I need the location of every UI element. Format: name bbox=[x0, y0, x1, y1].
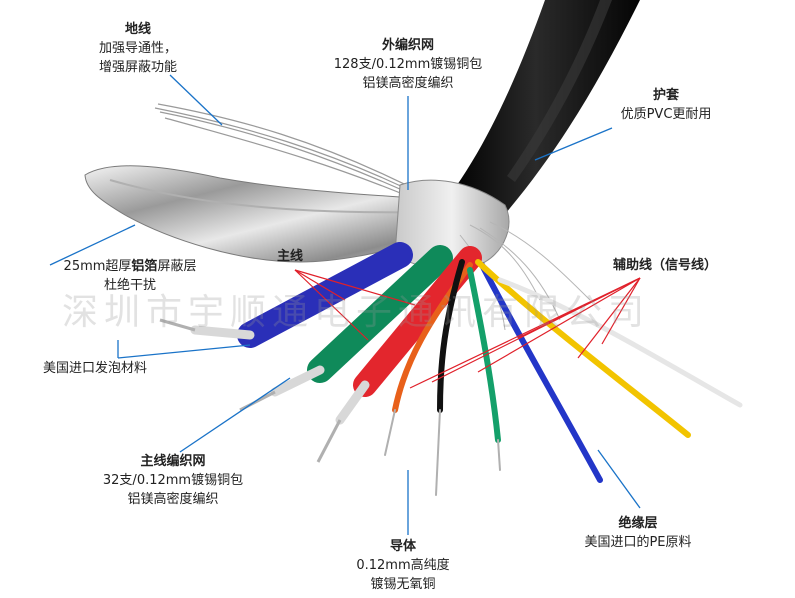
label-foil-post: 屏蔽层 bbox=[157, 259, 197, 274]
label-main-braid: 主线编织网 32支/0.12mm镀锡铜包 铝镁高密度编织 bbox=[78, 452, 268, 509]
leader-lines-red bbox=[294, 269, 641, 389]
label-outer-braid: 外编织网 128支/0.12mm镀锡铜包 铝镁高密度编织 bbox=[318, 36, 498, 93]
label-insulation-title: 绝缘层 bbox=[618, 516, 658, 531]
label-insulation-desc1: 美国进口的PE原料 bbox=[584, 535, 692, 550]
label-foil-pre: 25mm超厚 bbox=[63, 259, 132, 274]
label-aux-line-title: 辅助线（信号线） bbox=[612, 258, 717, 273]
aux-wire-black bbox=[437, 259, 465, 413]
label-foam-desc1: 美国进口发泡材料 bbox=[42, 361, 147, 376]
main-line-red bbox=[316, 246, 482, 463]
label-conductor-title: 导体 bbox=[389, 539, 416, 554]
label-main-line-title: 主线 bbox=[276, 249, 303, 264]
aux-wire-white bbox=[497, 277, 743, 408]
aux-wire-green bbox=[467, 267, 501, 443]
label-jacket: 护套 优质PVC更耐用 bbox=[606, 86, 726, 124]
label-conductor: 导体 0.12mm高纯度 镀锡无氧铜 bbox=[338, 537, 468, 594]
foil-crease bbox=[109, 179, 441, 214]
label-jacket-title: 护套 bbox=[652, 88, 679, 103]
label-jacket-desc1: 优质PVC更耐用 bbox=[620, 107, 712, 122]
label-outer-braid-desc1: 128支/0.12mm镀锡铜包 bbox=[333, 57, 483, 72]
label-foil-desc2: 杜绝干扰 bbox=[103, 278, 156, 293]
label-main-braid-desc2: 铝镁高密度编织 bbox=[127, 492, 219, 507]
label-foil-bold: 铝箔 bbox=[131, 259, 158, 274]
label-foil-desc1: 25mm超厚铝箔屏蔽层 bbox=[45, 257, 215, 276]
aux-wire-blue bbox=[479, 262, 603, 483]
label-insulation: 绝缘层 美国进口的PE原料 bbox=[568, 514, 708, 552]
label-ground-desc2: 增强屏蔽功能 bbox=[98, 60, 177, 75]
label-ground: 地线 加强导通性， 增强屏蔽功能 bbox=[78, 20, 198, 77]
aux-wire-yellow bbox=[475, 259, 691, 438]
label-main-braid-title: 主线编织网 bbox=[140, 454, 206, 469]
label-conductor-desc2: 镀锡无氧铜 bbox=[370, 577, 436, 592]
label-ground-title: 地线 bbox=[124, 22, 151, 37]
label-main-line: 主线 bbox=[260, 247, 320, 266]
label-outer-braid-title: 外编织网 bbox=[381, 38, 434, 53]
label-main-braid-desc1: 32支/0.12mm镀锡铜包 bbox=[102, 473, 244, 488]
label-aux-line: 辅助线（信号线） bbox=[590, 256, 740, 275]
jacket-highlight bbox=[507, 0, 612, 182]
main-line-blue bbox=[159, 242, 413, 348]
ground-wire bbox=[154, 103, 441, 211]
label-foam: 美国进口发泡材料 bbox=[30, 359, 160, 378]
cable-jacket bbox=[450, 0, 640, 220]
label-outer-braid-desc2: 铝镁高密度编织 bbox=[362, 76, 454, 91]
leader-lines-blue bbox=[49, 74, 641, 535]
label-foil: 25mm超厚铝箔屏蔽层 杜绝干扰 bbox=[45, 257, 215, 295]
label-ground-desc1: 加强导通性， bbox=[98, 41, 177, 56]
label-conductor-desc1: 0.12mm高纯度 bbox=[356, 558, 450, 573]
